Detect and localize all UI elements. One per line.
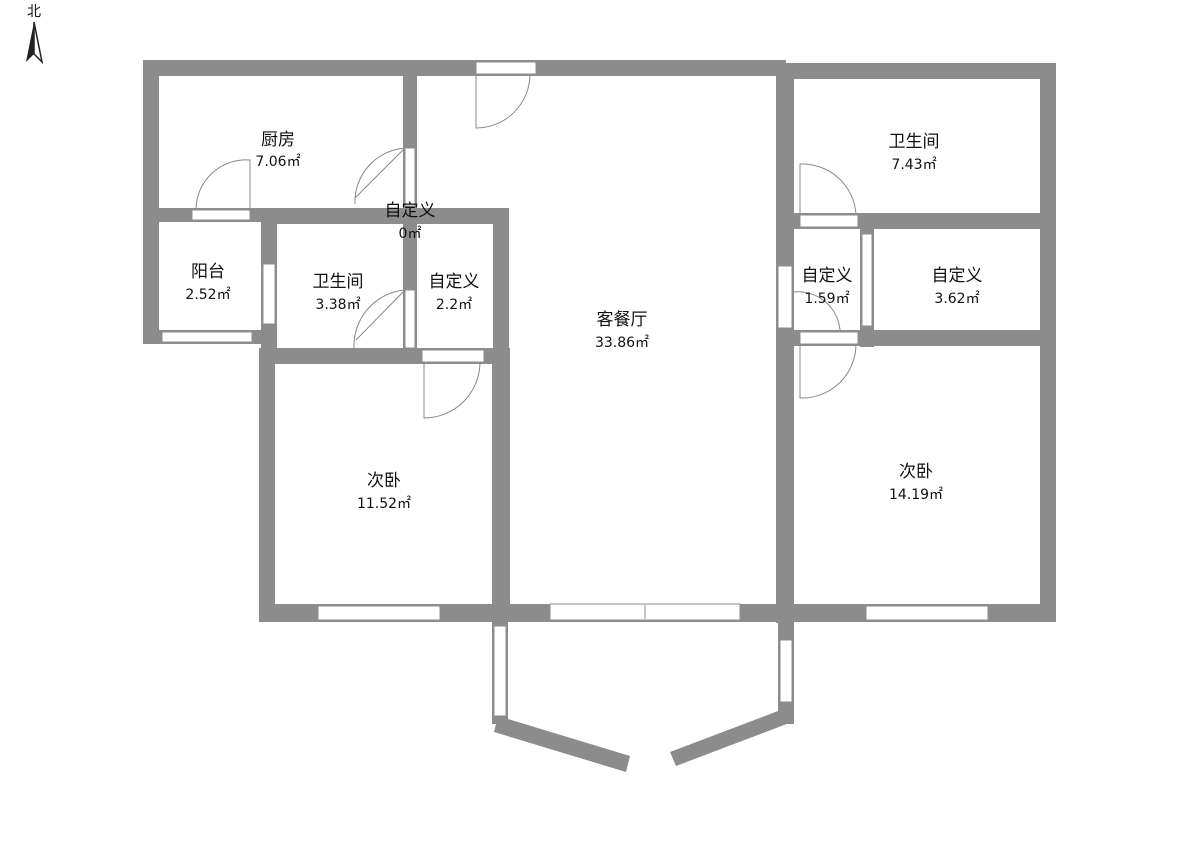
- room-name-bath-right: 卫生间: [889, 132, 940, 152]
- door-custom-right1: [793, 291, 841, 331]
- window-custom-right-left: [777, 265, 793, 329]
- wall-custom-right: [493, 208, 509, 358]
- north-compass: 北: [26, 4, 44, 65]
- wall-bay-right-diagonal: [670, 708, 792, 766]
- window-balcony-bottom: [161, 331, 253, 343]
- room-area-custom-right2: 3.62㎡: [934, 291, 979, 307]
- window-hall-vertical: [404, 147, 416, 207]
- room-area-living: 33.86㎡: [595, 335, 649, 351]
- room-name-bath-left: 卫生间: [313, 272, 364, 292]
- door-entry: [475, 73, 531, 129]
- room-area-kitchen: 7.06㎡: [255, 154, 300, 170]
- room-area-bath-left: 3.38㎡: [315, 297, 360, 313]
- window-bedroom-left: [317, 605, 441, 621]
- wall-right-outer-2: [1040, 216, 1056, 346]
- door-bedroom-right: [799, 343, 857, 399]
- window-balcony-right: [262, 263, 276, 325]
- window-bedroom-right-door: [799, 331, 859, 345]
- wall-top-right: [776, 63, 1056, 79]
- room-name-balcony: 阳台: [191, 262, 225, 282]
- wall-bedroom-left-right: [492, 348, 510, 618]
- room-area-custom-small: 2.2㎡: [436, 297, 472, 313]
- room-name-custom-small: 自定义: [429, 272, 480, 292]
- wall-bay-left-diagonal: [494, 716, 630, 772]
- room-area-custom-right1: 1.59㎡: [804, 291, 849, 307]
- door-custom-small: [423, 361, 481, 419]
- door-swings: [195, 73, 857, 419]
- room-area-bedroom-right: 14.19㎡: [889, 487, 943, 503]
- room-name-custom-hall: 自定义: [385, 201, 436, 221]
- window-entry-top: [475, 61, 537, 75]
- room-name-bedroom-left: 次卧: [367, 471, 401, 491]
- door-kitchen: [195, 159, 251, 211]
- window-custom-right-mid: [861, 233, 873, 327]
- wall-bedroom-left-outer: [259, 348, 275, 622]
- windows: [161, 61, 989, 717]
- window-bath-custom: [404, 289, 416, 349]
- door-bath-right: [799, 163, 857, 215]
- room-name-custom-right2: 自定义: [932, 266, 983, 286]
- room-name-bedroom-right: 次卧: [899, 462, 933, 482]
- room-area-bedroom-left: 11.52㎡: [357, 496, 411, 512]
- room-name-custom-right1: 自定义: [802, 266, 853, 286]
- wall-left-kitchen: [143, 60, 159, 344]
- room-name-kitchen: 厨房: [261, 130, 295, 150]
- room-area-custom-hall: 0㎡: [399, 226, 422, 242]
- wall-right-outer: [1040, 63, 1056, 223]
- room-area-bath-right: 7.43㎡: [891, 157, 936, 173]
- window-bedroom-right: [865, 605, 989, 621]
- window-bay-left: [493, 625, 507, 717]
- window-bath-bottom-door: [421, 349, 485, 363]
- room-area-balcony: 2.52㎡: [185, 287, 230, 303]
- wall-top-left: [143, 60, 786, 76]
- window-bath-right-door: [799, 214, 859, 228]
- room-name-living: 客餐厅: [597, 310, 648, 330]
- room-labels: 厨房 7.06㎡ 阳台 2.52㎡ 自定义 0㎡ 卫生间 3.38㎡ 自定义 2…: [185, 130, 982, 512]
- north-arrow-icon: [26, 21, 44, 65]
- wall-hall-top: [261, 208, 507, 224]
- door-hall: [354, 147, 406, 205]
- window-kitchen-bottom: [191, 209, 251, 221]
- wall-right-outer-3: [1040, 336, 1056, 622]
- north-label: 北: [27, 4, 41, 20]
- window-bay-right: [779, 639, 793, 703]
- door-bath-left: [353, 289, 406, 349]
